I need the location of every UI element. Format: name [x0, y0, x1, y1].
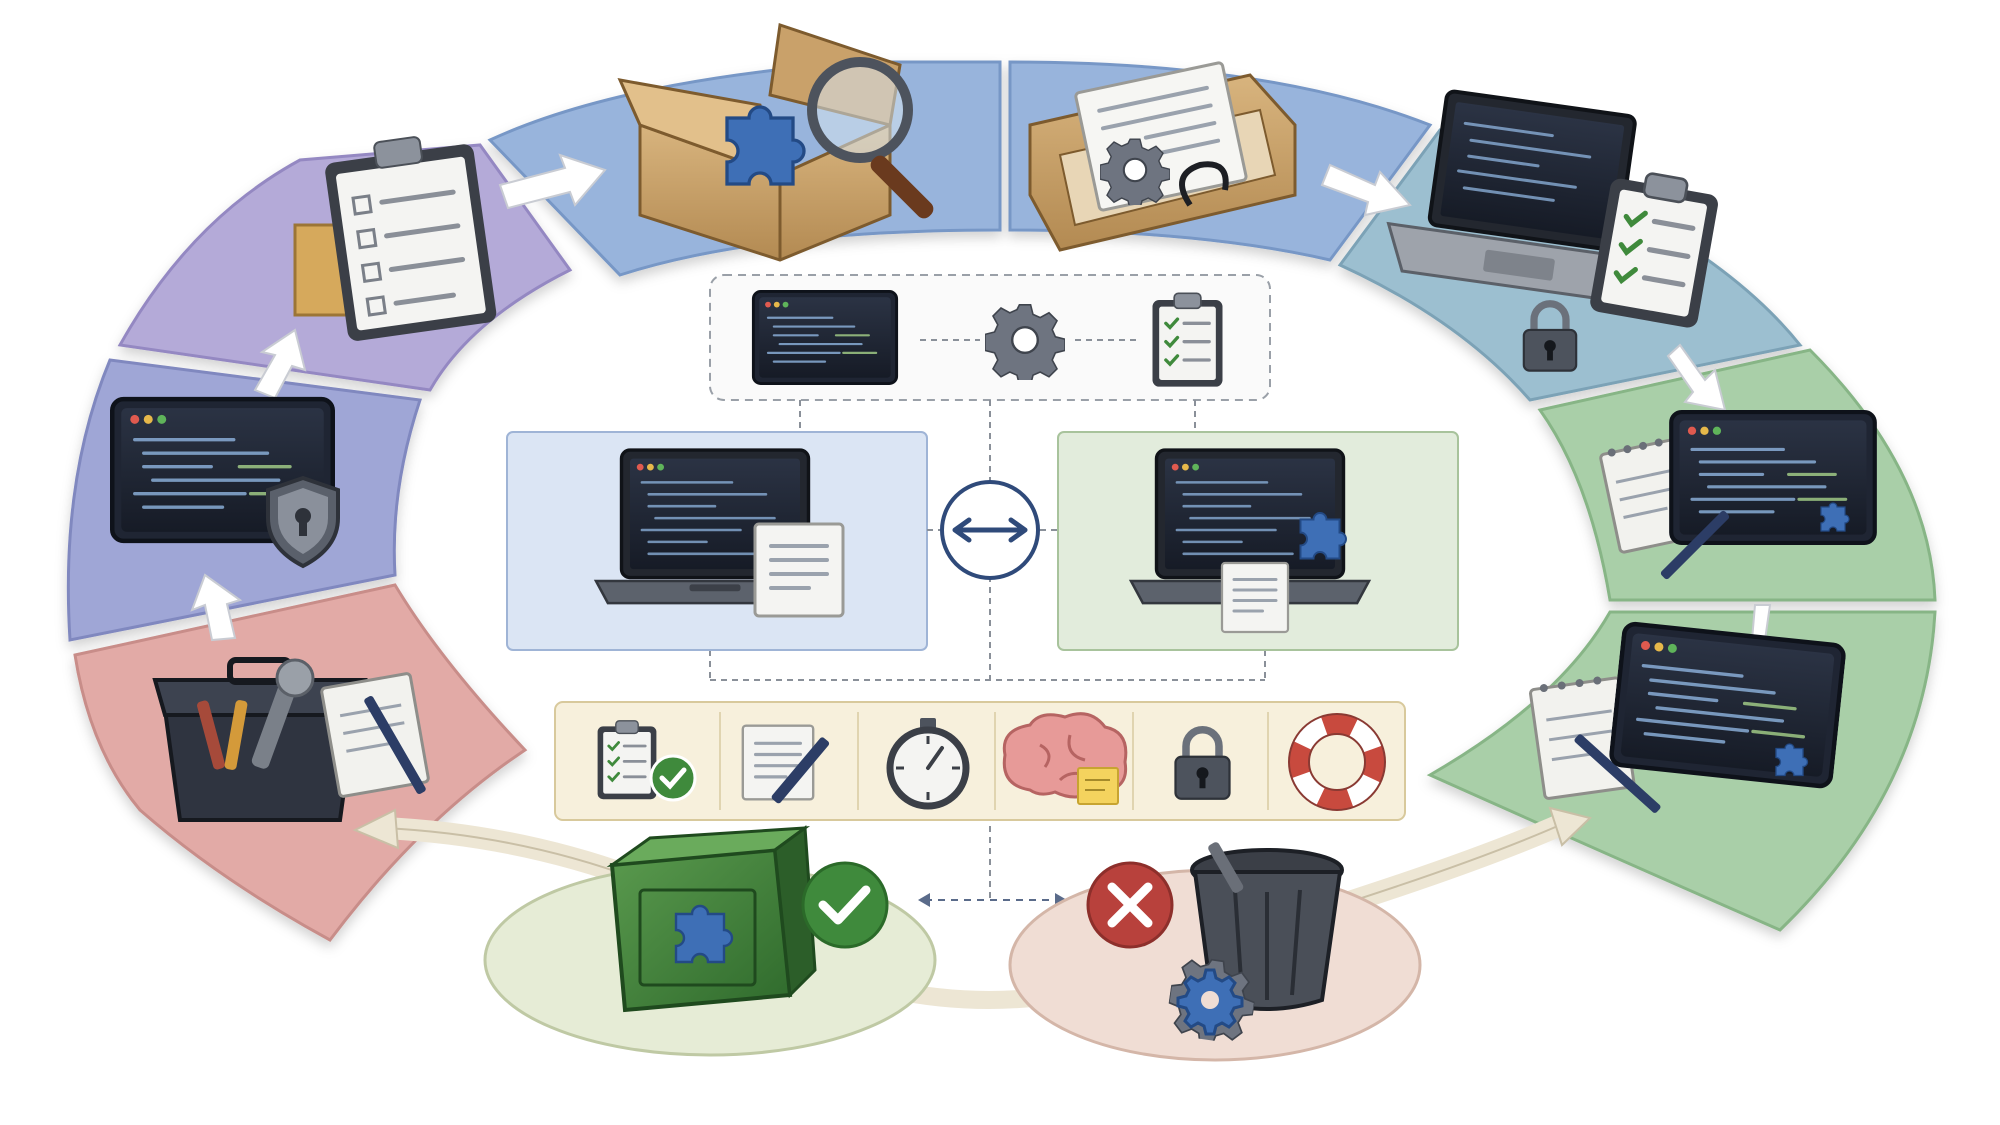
safe-puzzle-icon	[606, 825, 817, 1013]
terminal-icon	[751, 290, 899, 385]
arrow-down-icon	[1666, 343, 1727, 412]
document-pen-icon[interactable]	[741, 724, 831, 805]
reject-badge-icon	[1086, 861, 1174, 949]
arrow-right-icon	[1548, 806, 1592, 847]
center-connectors	[709, 400, 1266, 900]
pen-icon	[1660, 510, 1730, 580]
arrow-up-icon	[190, 573, 243, 642]
puzzle-icon	[1299, 511, 1348, 560]
shield-keyhole-icon	[266, 475, 340, 569]
stopwatch-icon[interactable]	[886, 718, 970, 810]
arrow-up-icon	[253, 328, 307, 400]
life-ring-icon[interactable]	[1288, 713, 1386, 811]
clipboard-check-icon[interactable]	[596, 719, 697, 802]
terminal-puzzle-icon	[1610, 623, 1844, 787]
outcome-connector	[918, 893, 1067, 907]
double-arrow-icon[interactable]	[940, 480, 1040, 580]
notepad-pen-icon	[320, 672, 430, 798]
laptop-document-panel[interactable]	[506, 431, 928, 651]
gear-puzzle-overlay	[1176, 968, 1244, 1036]
reject-outcome[interactable]	[1008, 841, 1422, 1062]
arrow-left-icon	[352, 808, 400, 850]
document-icon	[755, 524, 843, 616]
center-top-group	[709, 274, 1271, 401]
laptop-icon	[1386, 89, 1652, 308]
clipboard-checklist-icon	[325, 136, 497, 341]
magnifier-icon	[807, 57, 934, 219]
trash-can-icon	[1190, 842, 1344, 1011]
clipboard-check-icon	[1150, 291, 1225, 389]
arrow-down-right-icon	[1320, 163, 1412, 217]
laptop-puzzle-panel[interactable]	[1057, 431, 1459, 651]
box-document-gear-icon	[1028, 61, 1297, 252]
accept-outcome[interactable]	[483, 825, 937, 1057]
gear-icon	[985, 303, 1065, 380]
notepad-pen-icon	[1529, 676, 1661, 813]
check-badge-icon	[801, 861, 889, 949]
toolbar-strip	[554, 701, 1406, 821]
brain-note-icon[interactable]	[1002, 712, 1128, 805]
arrow-right-icon	[498, 153, 607, 210]
terminal-puzzle-icon	[1671, 412, 1875, 543]
document-icon	[1222, 563, 1288, 632]
open-box-puzzle-icon	[617, 23, 902, 262]
toolbox-icon	[152, 657, 368, 822]
